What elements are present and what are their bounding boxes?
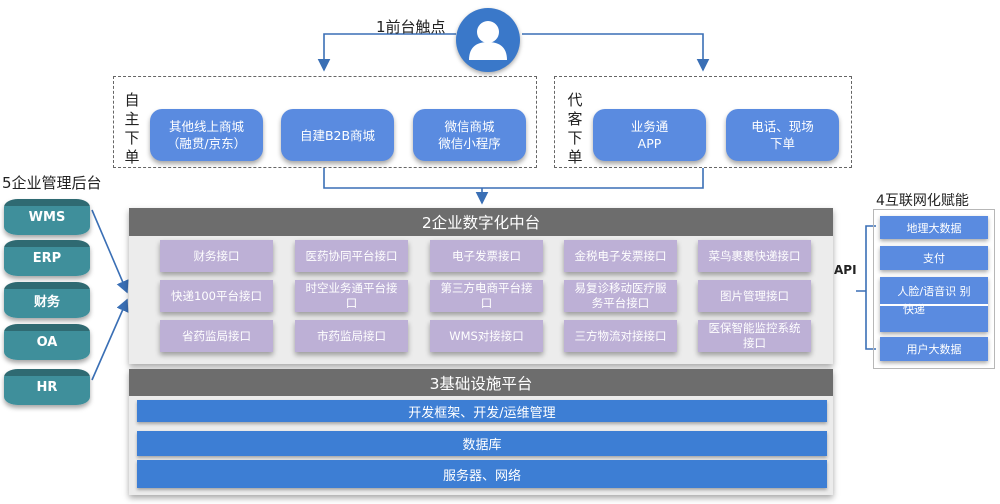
- backend-item-erp[interactable]: ERP: [4, 240, 90, 276]
- interface-e-invoice[interactable]: 电子发票接口: [430, 240, 543, 272]
- interface-wms-dock[interactable]: WMS对接接口: [430, 320, 543, 352]
- agent-order-group: [554, 76, 852, 168]
- interface-finance[interactable]: 财务接口: [160, 240, 273, 272]
- channel-business-app[interactable]: 业务通 APP: [593, 109, 706, 161]
- interface-med-collab[interactable]: 医药协同平台接口: [295, 240, 408, 272]
- api-label: API: [834, 263, 857, 277]
- infra-layer-database[interactable]: 数据库: [137, 431, 827, 456]
- backend-title: 5企业管理后台: [2, 174, 102, 192]
- user-avatar-icon: [456, 8, 520, 72]
- interface-city-fda[interactable]: 市药监局接口: [295, 320, 408, 352]
- interface-shikong[interactable]: 时空业务通平台接 口: [295, 280, 408, 312]
- interface-med-insurance[interactable]: 医保智能监控系统 接口: [698, 320, 811, 352]
- interface-third-logistics[interactable]: 三方物流对接接口: [564, 320, 677, 352]
- infra-layer-server-network[interactable]: 服务器、网络: [137, 460, 827, 488]
- backend-item-hr[interactable]: HR: [4, 369, 90, 405]
- interface-prov-fda[interactable]: 省药监局接口: [160, 320, 273, 352]
- enablement-payment[interactable]: 支付: [880, 246, 988, 270]
- channel-b2b-mall[interactable]: 自建B2B商城: [281, 109, 394, 161]
- enablement-geo-data[interactable]: 地理大数据: [880, 216, 988, 239]
- interface-yifuzhen[interactable]: 易复诊移动医疗服 务平台接口: [564, 280, 677, 312]
- frontend-touchpoint-label: 1前台触点: [376, 18, 446, 36]
- interface-third-ecom[interactable]: 第三方电商平台接 口: [430, 280, 543, 312]
- interface-image-mgmt[interactable]: 图片管理接口: [698, 280, 811, 312]
- interface-cainiao[interactable]: 菜鸟裹裹快递接口: [698, 240, 811, 272]
- infra-layer-devops[interactable]: 开发框架、开发/运维管理: [137, 400, 827, 422]
- self-order-group: [113, 76, 537, 168]
- middle-platform-title: 2企业数字化中台: [129, 208, 833, 236]
- backend-item-wms[interactable]: WMS: [4, 199, 90, 235]
- enablement-frame: [873, 209, 995, 369]
- backend-item-oa[interactable]: OA: [4, 324, 90, 360]
- channel-other-online-mall[interactable]: 其他线上商城 （融贯/京东）: [150, 109, 263, 161]
- self-order-label: 自主下单: [124, 91, 140, 166]
- enablement-user-data[interactable]: 用户大数据: [880, 337, 988, 361]
- interface-kuaidi100[interactable]: 快递100平台接口: [160, 280, 273, 312]
- internet-enablement-title: 4互联网化赋能: [876, 193, 969, 209]
- interface-tax-invoice[interactable]: 金税电子发票接口: [564, 240, 677, 272]
- channel-phone-onsite[interactable]: 电话、现场 下单: [726, 109, 839, 161]
- backend-item-finance[interactable]: 财务: [4, 282, 90, 318]
- agent-order-label: 代客下单: [567, 91, 583, 166]
- channel-wechat-mall[interactable]: 微信商城 微信小程序: [413, 109, 526, 161]
- enablement-divider: [880, 304, 988, 306]
- infrastructure-title: 3基础设施平台: [129, 369, 833, 396]
